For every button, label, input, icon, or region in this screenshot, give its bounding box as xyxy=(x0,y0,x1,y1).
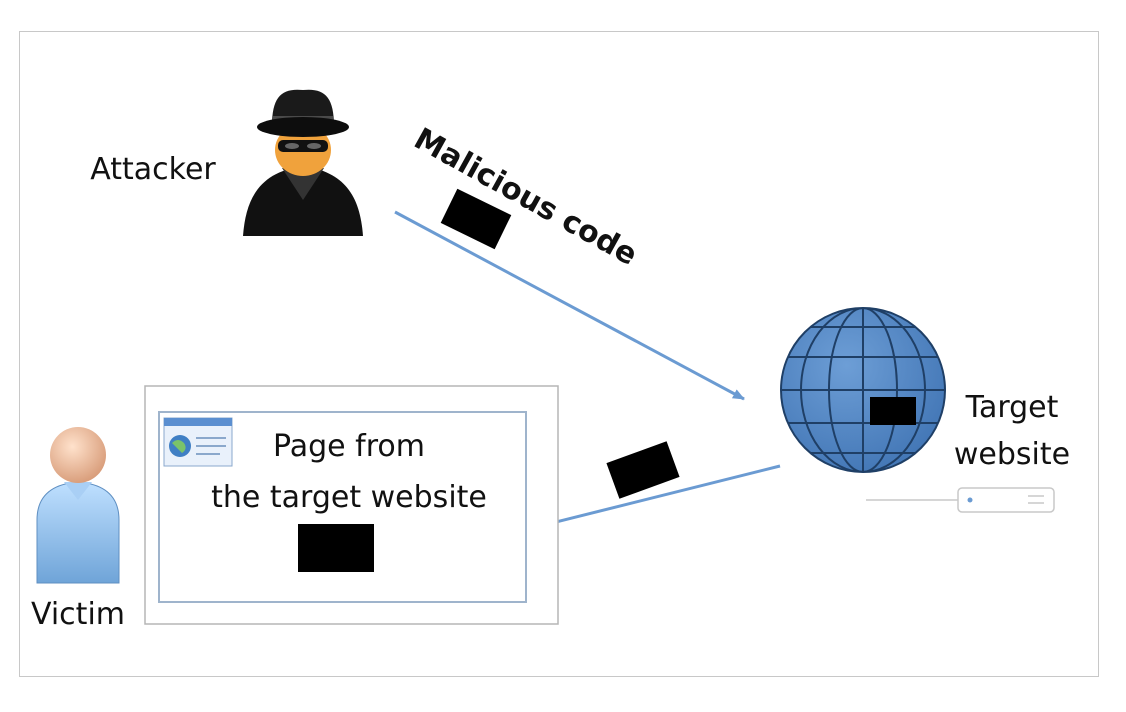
payload-block-attack xyxy=(440,188,512,250)
victim-node: Victim xyxy=(31,427,125,632)
user-icon xyxy=(36,427,120,584)
globe-icon xyxy=(780,307,946,473)
browser-window-icon xyxy=(163,417,233,467)
payload-block-executed xyxy=(298,524,374,572)
attack-edge: Malicious code xyxy=(394,121,745,401)
payload-block-stored xyxy=(870,397,916,425)
attack-edge-label: Malicious code xyxy=(408,121,643,272)
server-icon xyxy=(866,487,1055,513)
attacker-node: Attacker xyxy=(90,89,363,236)
attack-arrow xyxy=(394,210,745,401)
spy-icon xyxy=(243,89,363,236)
target-label-line1: Target xyxy=(965,390,1059,425)
target-label-line2: website xyxy=(954,437,1070,472)
page-label-line1: Page from xyxy=(273,429,425,464)
attacker-label: Attacker xyxy=(90,152,216,187)
target-node: Target website xyxy=(780,307,1070,513)
victim-label: Victim xyxy=(31,597,125,632)
payload-block-delivery xyxy=(606,441,680,499)
page-label-line2: the target website xyxy=(211,480,487,515)
page-node: Page from the target website xyxy=(144,385,559,625)
